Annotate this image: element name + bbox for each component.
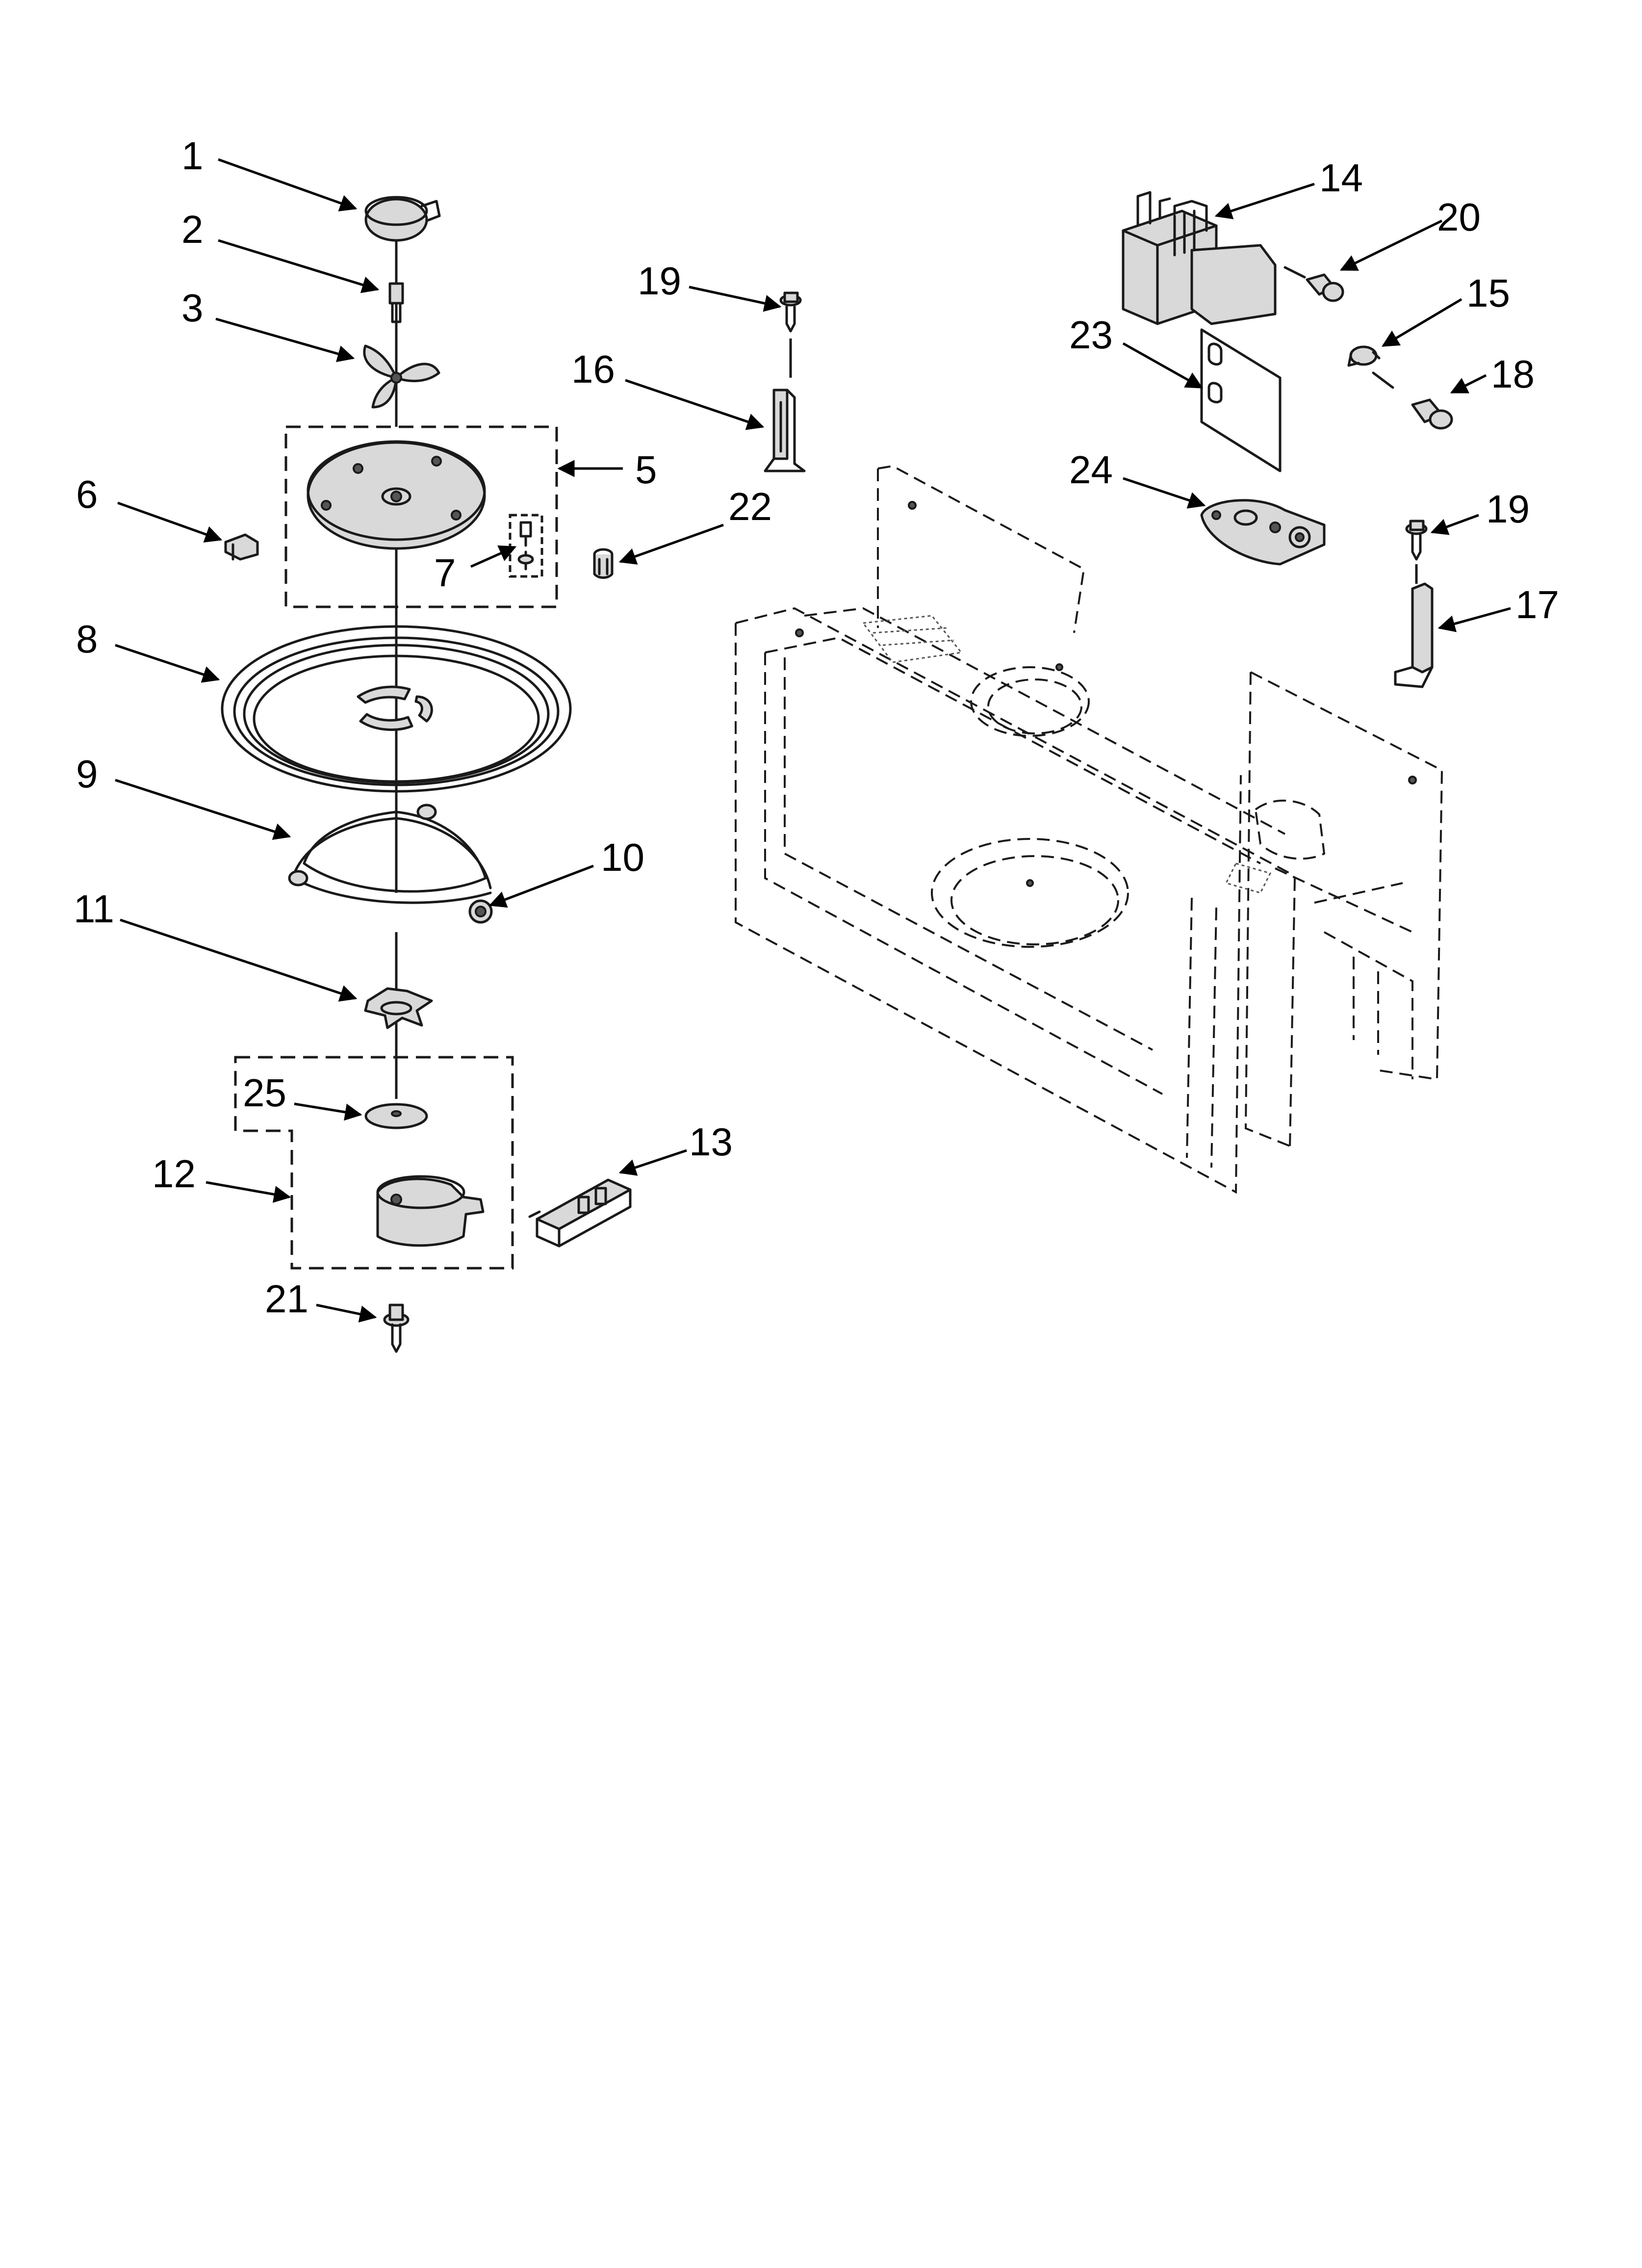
part-15-thermostat: [1347, 345, 1394, 389]
part-19-screw-upper: [779, 291, 802, 378]
part-19-screw-lower: [1405, 520, 1428, 584]
part-24-mounting-plate: [1200, 499, 1326, 566]
leader-12: [205, 1181, 291, 1203]
part-5-group-box: [284, 425, 558, 608]
part-20-screw: [1283, 266, 1344, 302]
callout-5: 5: [635, 448, 657, 492]
part-2-coupler: [388, 282, 404, 323]
callout-3: 3: [181, 286, 204, 330]
leader-21: [316, 1303, 377, 1323]
callout-16: 16: [571, 347, 615, 391]
callout-23: 23: [1069, 313, 1113, 357]
callout-18: 18: [1491, 352, 1535, 396]
part-3-stirrer-blade: [363, 344, 440, 409]
callout-25: 25: [243, 1071, 286, 1115]
callout-labels: 1 2 3 5 6 7 8 9 10 11 12 13 14 15 16 17 …: [74, 134, 1559, 1321]
callout-24: 24: [1069, 448, 1113, 492]
leader-1: [218, 158, 358, 211]
leader-7: [470, 545, 517, 568]
part-5-stirrer-cover: [307, 440, 486, 550]
callout-9: 9: [76, 752, 98, 796]
leader-25: [294, 1102, 362, 1121]
leader-19-upper: [689, 286, 782, 312]
leader-19-lower: [1430, 514, 1479, 535]
leader-17: [1437, 607, 1511, 632]
part-12-turntable-motor: [376, 1175, 485, 1247]
leader-15: [1381, 298, 1462, 347]
leader-9: [115, 779, 291, 840]
callout-1: 1: [181, 134, 204, 178]
leader-13: [618, 1149, 687, 1176]
callout-13: 13: [689, 1120, 733, 1164]
callout-21: 21: [265, 1277, 308, 1321]
middle-parts: [593, 291, 806, 579]
leader-20: [1339, 219, 1443, 271]
part-12-group-box: [234, 1056, 514, 1270]
leader-6: [117, 501, 223, 543]
callout-17: 17: [1515, 583, 1559, 626]
callout-11: 11: [74, 887, 114, 931]
part-7-fasteners: [517, 521, 534, 571]
microwave-cabinet-outline: [735, 465, 1443, 1194]
callout-19-upper: 19: [638, 259, 681, 303]
leader-18: [1450, 374, 1487, 394]
callout-19-lower: 19: [1486, 487, 1530, 531]
part-25-washer: [364, 1103, 428, 1129]
leader-3: [215, 317, 355, 363]
part-9-roller-ring: [288, 804, 493, 924]
callout-14: 14: [1319, 156, 1363, 200]
part-16-latch-lever: [764, 389, 806, 472]
part-23-insulator-plate: [1200, 328, 1282, 472]
leader-16: [625, 379, 765, 430]
leader-23: [1122, 342, 1204, 389]
part-13-switch-bracket: [528, 1178, 632, 1248]
leader-2: [218, 239, 380, 293]
leader-11: [120, 918, 358, 1002]
callout-22: 22: [728, 485, 772, 528]
leader-24: [1123, 477, 1206, 509]
part-14-transformer: [1122, 191, 1277, 325]
part-22-grommet: [593, 548, 614, 579]
callout-10: 10: [601, 835, 644, 879]
part-8-glass-tray: [221, 625, 572, 793]
callout-12: 12: [152, 1152, 196, 1196]
part-21-screw: [383, 1303, 410, 1353]
part-1-stirrer-motor: [364, 196, 441, 242]
leader-14: [1214, 182, 1315, 219]
callout-15: 15: [1466, 271, 1510, 315]
right-parts: [1122, 191, 1453, 688]
callout-8: 8: [76, 617, 98, 661]
part-17-bracket: [1394, 582, 1434, 688]
callout-20: 20: [1437, 195, 1481, 239]
leader-lines: [115, 158, 1511, 1323]
leader-22: [618, 523, 724, 565]
turntable-assembly: [221, 196, 632, 1353]
leader-10: [488, 864, 594, 908]
part-11-tray-coupler: [364, 987, 433, 1029]
callout-2: 2: [181, 208, 204, 251]
callout-6: 6: [76, 472, 98, 516]
part-6-clip: [224, 533, 259, 561]
leader-8: [115, 644, 220, 683]
part-18-screw: [1411, 398, 1453, 430]
callout-7: 7: [434, 551, 456, 595]
